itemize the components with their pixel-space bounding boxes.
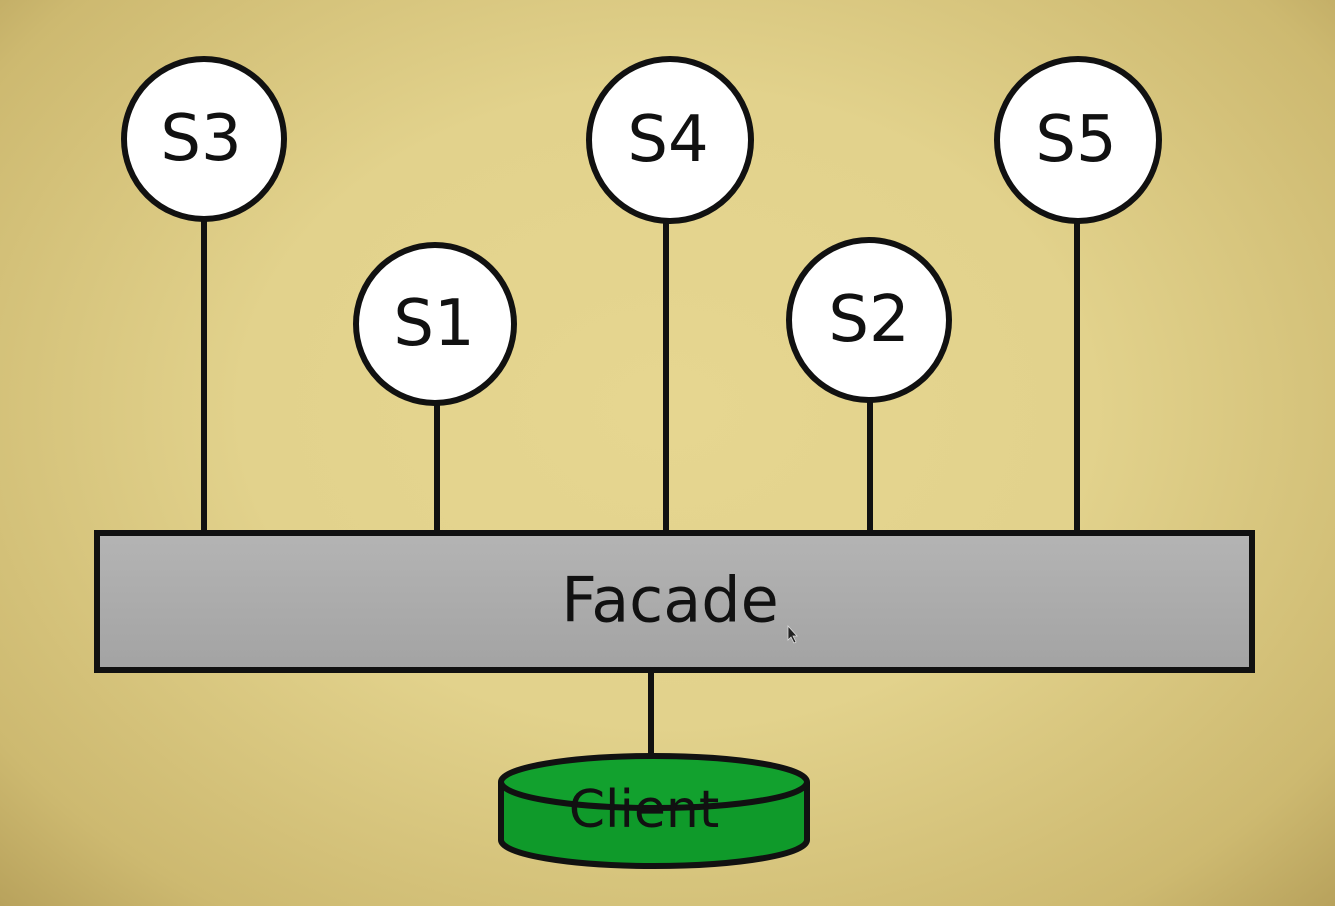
service-circle-s3 xyxy=(121,56,287,222)
service-circle-s4 xyxy=(586,56,754,224)
service-circle-s2 xyxy=(786,237,952,403)
service-label-s2: S2 xyxy=(828,283,909,357)
facade-box[interactable]: Facade xyxy=(94,530,1255,673)
service-node-s3[interactable]: S3 xyxy=(121,56,287,222)
service-node-s4[interactable]: S4 xyxy=(586,56,754,224)
service-node-s1[interactable]: S1 xyxy=(353,242,517,406)
service-node-s5[interactable]: S5 xyxy=(994,56,1162,224)
client-cylinder-top xyxy=(498,753,810,811)
cursor-icon xyxy=(787,624,798,644)
service-label-s3: S3 xyxy=(160,102,241,176)
service-node-s2[interactable]: S2 xyxy=(786,237,952,403)
client-label: Client xyxy=(569,780,720,840)
service-label-s4: S4 xyxy=(627,103,708,177)
service-circle-s5 xyxy=(994,56,1162,224)
facade-label: Facade xyxy=(561,564,779,637)
facade-rect xyxy=(94,530,1255,673)
service-label-s1: S1 xyxy=(393,287,474,361)
service-label-s5: S5 xyxy=(1035,103,1116,177)
service-circle-s1 xyxy=(353,242,517,406)
client-node[interactable]: Client xyxy=(498,753,810,869)
